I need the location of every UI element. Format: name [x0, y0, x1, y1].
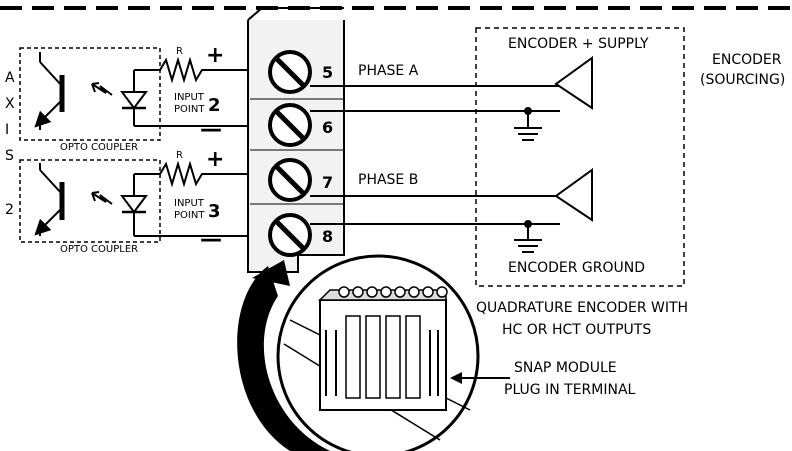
plus-sign: +: [206, 147, 224, 172]
resistor-label: R: [176, 46, 183, 57]
input-label: POINT: [174, 210, 205, 221]
opto-coupler-caption: OPTO COUPLER: [60, 142, 138, 153]
ground-symbol-a: [514, 107, 542, 141]
input-label: INPUT: [174, 198, 205, 209]
resistor-2: [134, 160, 268, 188]
axis-label: A X I S 2: [5, 70, 15, 218]
phase-label: PHASE B: [358, 172, 418, 188]
axis-letter: I: [5, 122, 9, 138]
minus-sign: —: [200, 117, 222, 142]
screw-7: [268, 158, 312, 202]
buffer-b-symbol: [554, 168, 593, 222]
quadrature-label: HC OR HCT OUTPUTS: [502, 322, 651, 338]
input-label: POINT: [174, 104, 205, 115]
axis-letter: S: [5, 148, 14, 164]
encoder-title: ENCODER: [712, 52, 782, 68]
opto-coupler-2: OPTO COUPLER: [19, 159, 161, 255]
input-label: INPUT: [174, 92, 205, 103]
axis-letter: 2: [5, 202, 14, 218]
plug-in-terminal-illustration: [237, 254, 510, 451]
snap-module-label: PLUG IN TERMINAL: [504, 382, 636, 398]
minus-sign: —: [200, 227, 222, 252]
screw-6: [268, 103, 312, 147]
snap-module-label: SNAP MODULE: [514, 360, 617, 376]
screw-8: [268, 213, 312, 257]
terminal-number: 8: [322, 227, 333, 246]
input-number: 2: [208, 95, 221, 116]
terminal-number: 6: [322, 118, 333, 137]
opto-coupler-1: OPTO COUPLER: [19, 47, 161, 153]
encoder-supply-label: ENCODER + SUPPLY: [508, 36, 649, 52]
axis-letter: A: [5, 70, 15, 86]
encoder-ground-label: ENCODER GROUND: [508, 260, 645, 276]
input-number: 3: [208, 201, 221, 222]
phase-label: PHASE A: [358, 63, 419, 79]
axis-letter: X: [5, 96, 15, 112]
quadrature-label: QUADRATURE ENCODER WITH: [476, 300, 688, 316]
buffer-a-symbol: [554, 56, 593, 110]
screw-5: [268, 50, 312, 94]
encoder-wiring: [310, 85, 560, 225]
terminal-number: 5: [322, 63, 333, 82]
ground-symbol-b: [514, 220, 542, 253]
resistor-label: R: [176, 150, 183, 161]
encoder-box: [475, 27, 685, 287]
encoder-subtitle: (SOURCING): [700, 72, 785, 88]
opto-coupler-caption: OPTO COUPLER: [60, 244, 138, 255]
terminal-number: 7: [322, 173, 333, 192]
plus-sign: +: [206, 43, 224, 68]
resistor-1: [134, 56, 268, 84]
